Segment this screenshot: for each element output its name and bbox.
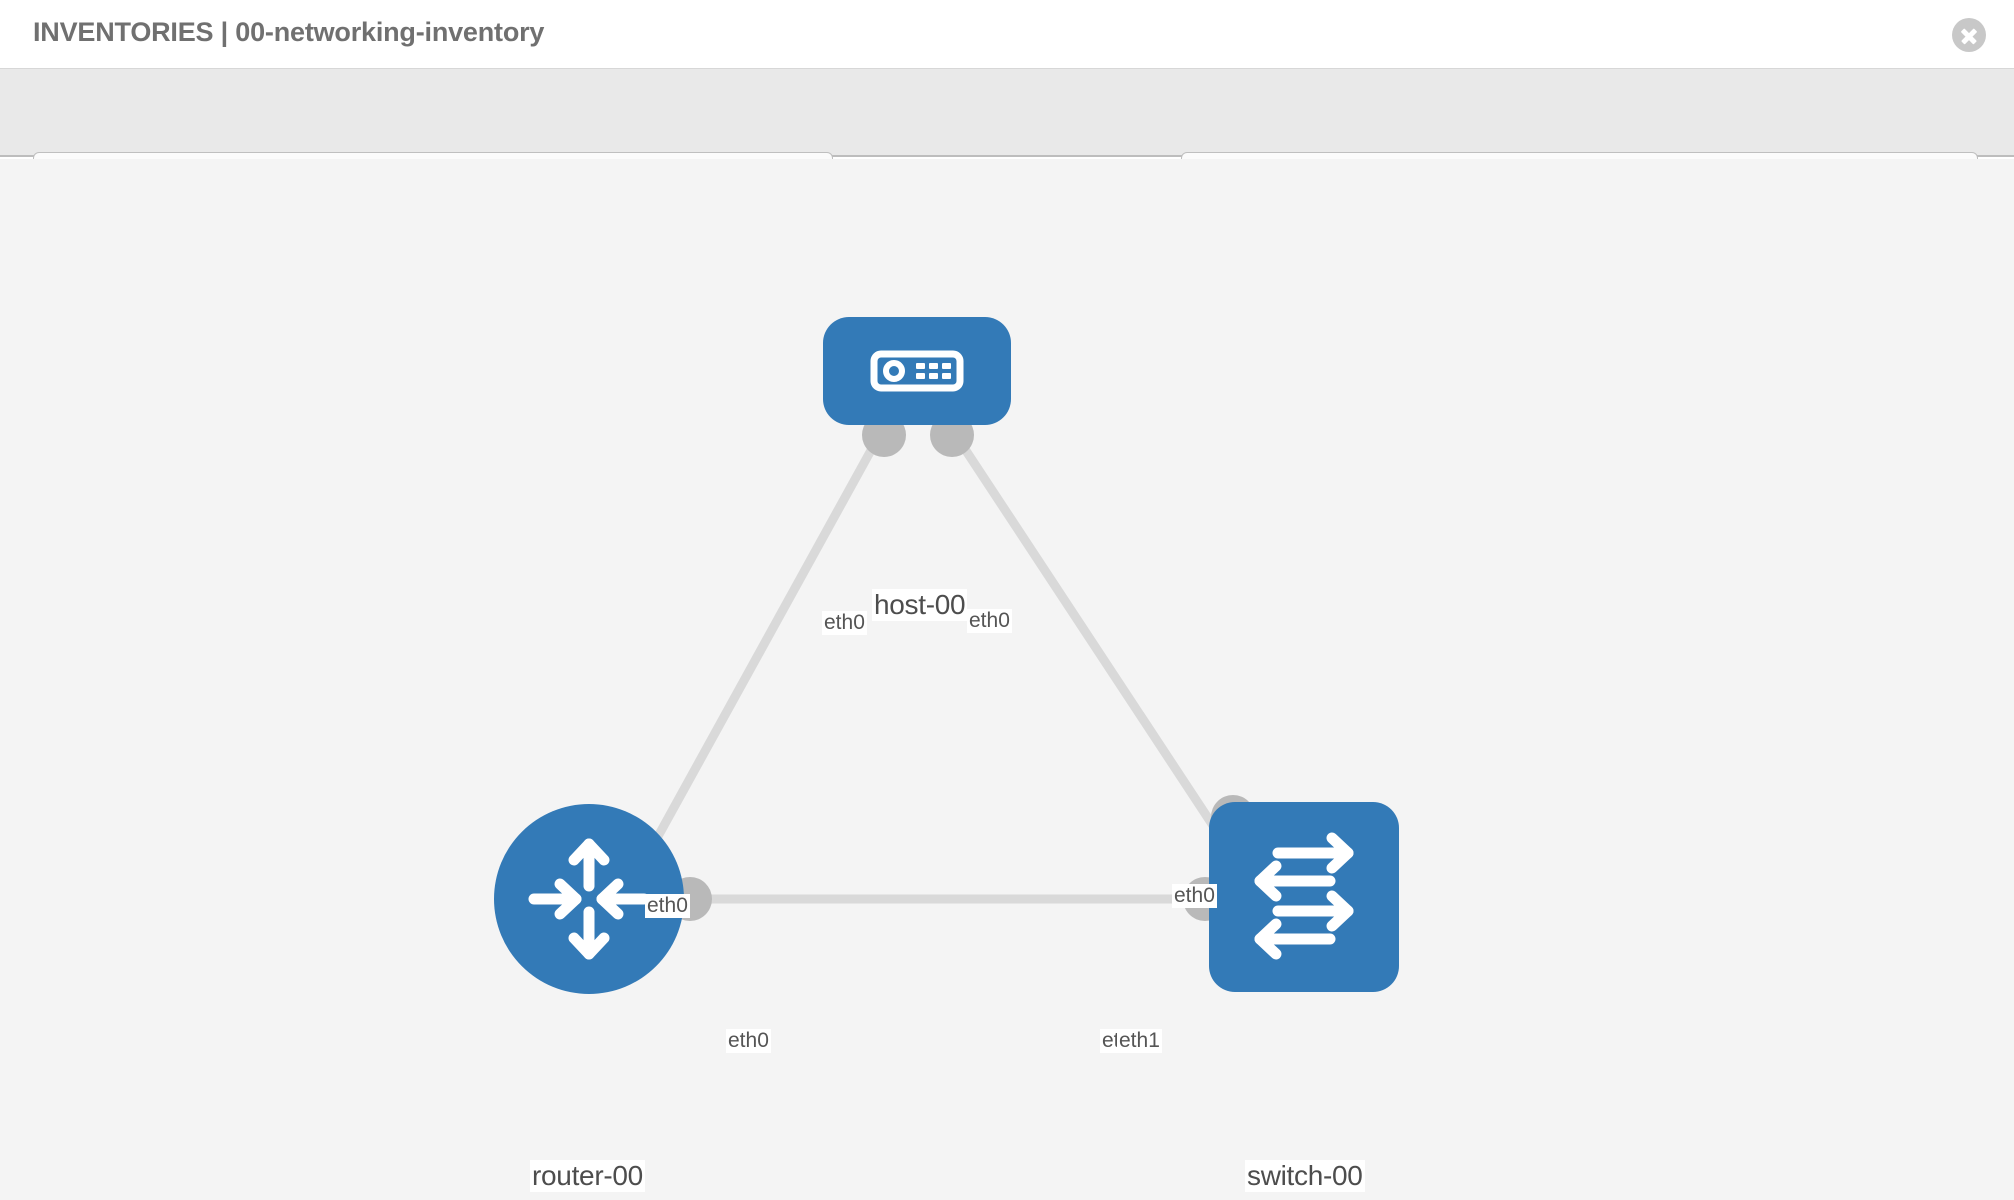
page-header: INVENTORIES | 00-networking-inventory [0,0,2014,69]
node-label-switch-00: switch-00 [1245,1160,1365,1192]
node-router-00[interactable] [494,804,684,994]
port-label-host-left: eth0 [822,611,867,635]
node-label-router-00: router-00 [530,1160,645,1192]
node-switch-00[interactable] [1209,802,1399,992]
port-label-switch-eth1: eth1 [1117,1029,1162,1053]
switch-arrows-icon [1254,832,1354,960]
port-label-host-right: eth0 [967,609,1012,633]
close-icon[interactable] [1952,18,1986,52]
topology-canvas[interactable]: host-00 router-00 switch-00 eth0 eth0 et… [0,159,2014,1200]
router-arrows-icon [528,838,650,960]
link-host-router [636,431,884,872]
port-label-router-eth0: eth0 [726,1029,771,1053]
link-host-switch [951,431,1239,862]
node-host-00[interactable] [823,317,1011,425]
topology-links [636,431,1239,904]
topology-graph [636,413,1255,921]
page-title: INVENTORIES | 00-networking-inventory [33,17,545,47]
server-icon [870,350,964,392]
node-label-host-00: host-00 [872,589,968,621]
port-label-switch-uplink: eth0 [1172,884,1217,908]
port-label-router-uplink: eth0 [645,894,690,918]
toolbar: ACTIONS SEARCH [0,69,2014,210]
